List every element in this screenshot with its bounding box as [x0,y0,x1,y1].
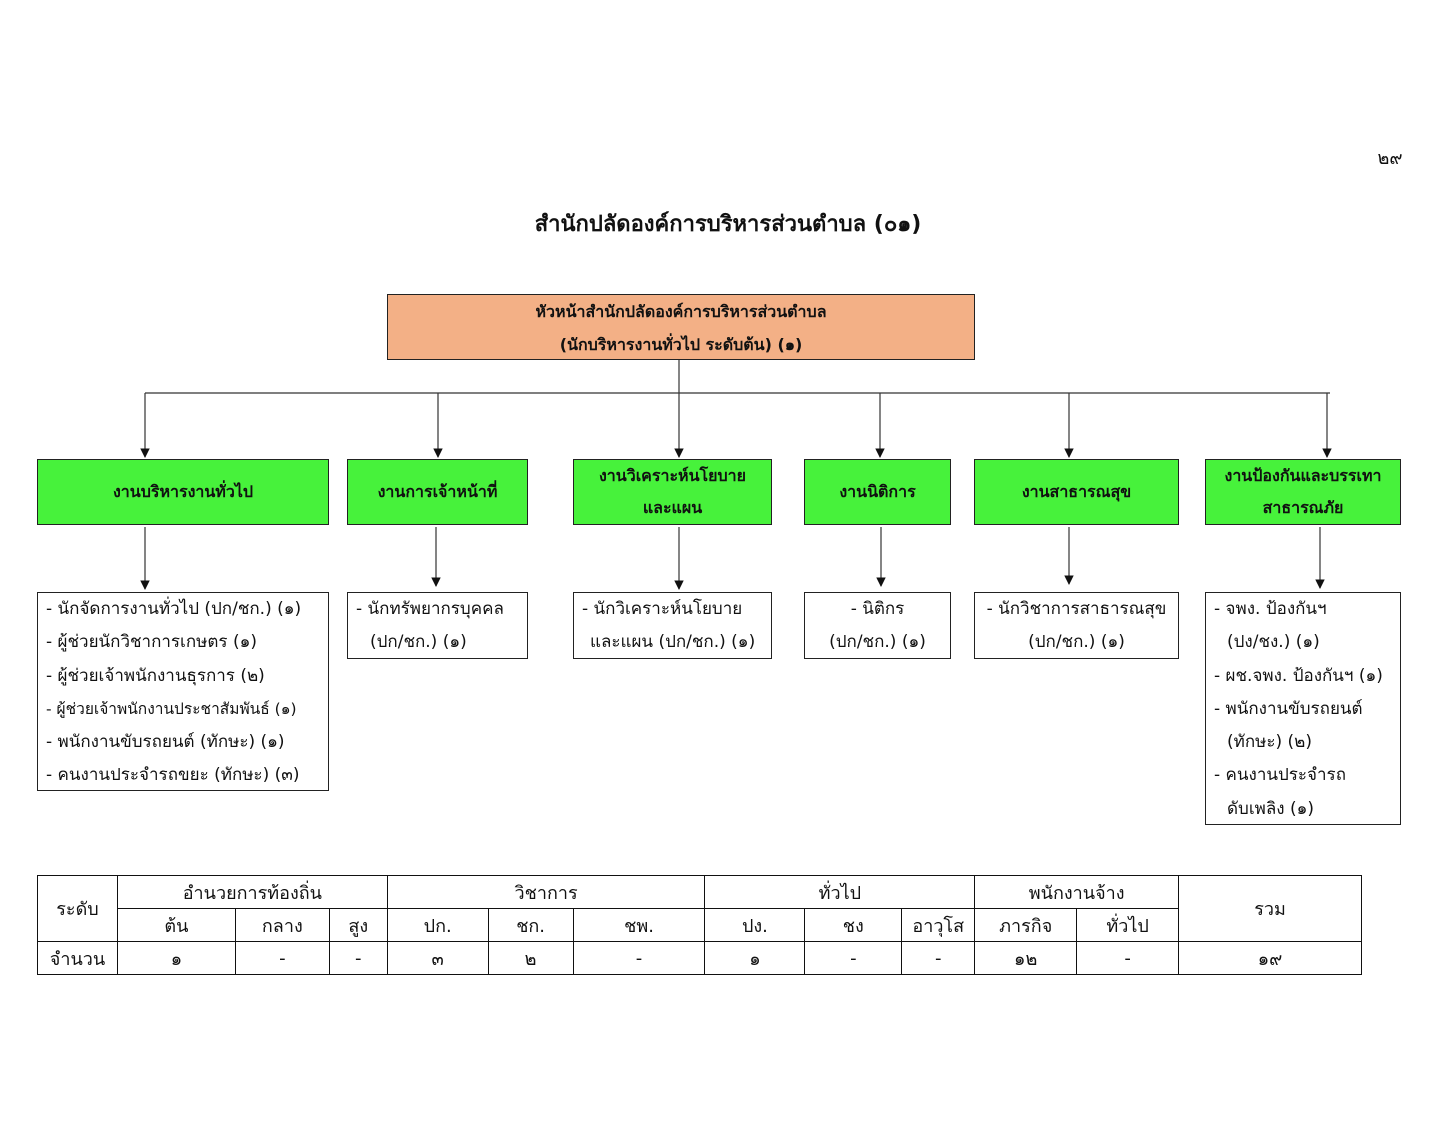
staff-item: - ผู้ช่วยนักวิชาการเกษตร (๑) [46,632,257,653]
division-label: งานบริหารงานทั่วไป [112,482,254,501]
staff-list-policy-planning: - นักวิเคราะห์นโยบาย และแผน (ปก/ชก.) (๑) [573,592,772,659]
column-header: ปก. [386,908,489,942]
division-general-admin: งานบริหารงานทั่วไป [37,459,329,525]
column-header: ภารกิจ [974,908,1078,942]
staff-list-legal: - นิติกร (ปก/ชก.) (๑) [804,592,951,659]
staff-item: (ปง/ชง.) (๑) [1227,632,1320,653]
division-label: งานวิเคราะห์นโยบาย [598,466,747,485]
staff-item: - คนงานประจำรถขยะ (ทักษะ) (๓) [46,765,300,786]
staff-list-personnel: - นักทรัพยากรบุคคล (ปก/ชก.) (๑) [347,592,528,659]
column-header: ต้น [116,908,236,942]
count-cell: - [1076,941,1180,975]
staff-item: - ผู้ช่วยเจ้าพนักงานประชาสัมพันธ์ (๑) [46,699,297,718]
level-header: ระดับ [37,875,118,942]
page-number: ๒๙ [1377,148,1403,169]
group-header: ทั่วไป [704,875,976,909]
column-header: กลาง [234,908,330,942]
division-public-health: งานสาธารณสุข [974,459,1179,525]
division-label: งานนิติการ [839,482,916,501]
count-cell: - [901,941,976,975]
staff-item: และแผน (ปก/ชก.) (๑) [590,632,756,653]
staff-item: (ปก/ชก.) (๑) [370,632,467,653]
division-label-line2: และแผน [642,498,703,517]
division-label: งานสาธารณสุข [1021,482,1132,501]
count-cell: ๑๒ [974,941,1078,975]
staff-list-disaster-prevention: - จพง. ป้องกันฯ (ปง/ชง.) (๑) - ผช.จพง. ป… [1205,592,1401,825]
column-header: ชก. [487,908,574,942]
staff-item: - นักทรัพยากรบุคคล [356,599,504,619]
division-label: งานป้องกันและบรรเทา [1224,466,1382,485]
division-policy-planning: งานวิเคราะห์นโยบายและแผน [573,459,772,525]
division-personnel: งานการเจ้าหน้าที่ [347,459,528,525]
column-header: ชง [804,908,903,942]
staff-list-general-admin: - นักจัดการงานทั่วไป (ปก/ชก.) (๑) - ผู้ช… [37,592,329,791]
staff-item: - นักจัดการงานทั่วไป (ปก/ชก.) (๑) [46,599,302,619]
division-label: งานการเจ้าหน้าที่ [377,482,498,501]
staff-item: - นิติกร [850,599,905,619]
column-header: ปง. [704,908,806,942]
count-cell: - [234,941,330,975]
count-cell: - [804,941,903,975]
head-line1: หัวหน้าสำนักปลัดองค์การบริหารส่วนตำบล [535,302,827,321]
count-label: จำนวน [37,941,118,975]
staff-item: (ทักษะ) (๒) [1227,732,1312,753]
division-legal: งานนิติการ [804,459,951,525]
staff-item: - นักวิชาการสาธารณสุข [986,599,1167,619]
count-cell: ๑ [704,941,806,975]
staff-item: - นักวิเคราะห์นโยบาย [582,599,743,619]
head-box: หัวหน้าสำนักปลัดองค์การบริหารส่วนตำบล (น… [387,294,975,360]
staff-item: - จพง. ป้องกันฯ [1214,599,1327,619]
column-header: สูง [328,908,388,942]
staff-list-public-health: - นักวิชาการสาธารณสุข (ปก/ชก.) (๑) [974,592,1179,659]
head-line2: (นักบริหารงานทั่วไป ระดับต้น) (๑) [559,335,803,354]
column-header: ชพ. [572,908,706,942]
division-label-line2: สาธารณภัย [1262,498,1344,517]
staff-item: - คนงานประจำรถ [1214,765,1346,786]
staff-item: - พนักงานขับรถยนต์ (ทักษะ) (๑) [46,732,285,753]
group-header: พนักงานจ้าง [974,875,1180,909]
staff-item: (ปก/ชก.) (๑) [1028,632,1125,653]
division-disaster-prevention: งานป้องกันและบรรเทาสาธารณภัย [1205,459,1401,525]
staff-item: - ผช.จพง. ป้องกันฯ (๑) [1214,665,1383,686]
staff-item: (ปก/ชก.) (๑) [829,632,926,653]
total-header: รวม [1178,875,1362,942]
count-cell: - [328,941,388,975]
staff-item: ดับเพลิง (๑) [1227,798,1315,819]
group-header: อำนวยการท้องถิ่น [116,875,388,909]
column-header: ทั่วไป [1076,908,1180,942]
total-cell: ๑๙ [1178,941,1362,975]
staff-item: - พนักงานขับรถยนต์ [1214,698,1363,719]
staff-item: - ผู้ช่วยเจ้าพนักงานธุรการ (๒) [46,665,265,686]
count-cell: ๓ [386,941,489,975]
summary-table: ระดับ อำนวยการท้องถิ่น วิชาการ ทั่วไป พน… [37,875,1362,975]
count-cell: ๑ [116,941,236,975]
count-cell: - [572,941,706,975]
group-header: วิชาการ [386,875,706,909]
column-header: อาวุโส [901,908,976,942]
chart-title: สำนักปลัดองค์การบริหารส่วนตำบล (๐๑) [534,212,922,237]
count-cell: ๒ [487,941,574,975]
